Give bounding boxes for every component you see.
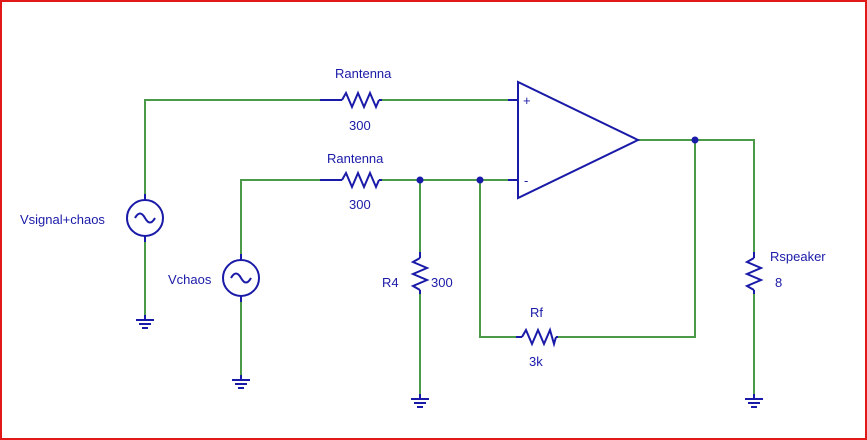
resistor-name-label: Rf	[530, 305, 543, 320]
ac-source-vsignal: Vsignal+chaos	[20, 194, 164, 242]
resistor-value-label: 300	[349, 197, 371, 212]
opamp: + -	[508, 80, 641, 200]
source-name-label: Vchaos	[168, 272, 212, 287]
ac-source-vchaos: Vchaos	[168, 254, 260, 302]
resistor-rf: Rf 3k	[516, 305, 558, 369]
wire-output	[638, 139, 755, 252]
opamp-plus-label: +	[523, 93, 531, 108]
junction-node	[691, 136, 699, 144]
junction-node	[476, 176, 484, 184]
resistor-value-label: 300	[431, 275, 453, 290]
resistor-name-label: Rantenna	[327, 151, 384, 166]
resistor-name-label: R4	[382, 275, 399, 290]
wire-vchaos-top	[240, 179, 320, 260]
resistor-rantenna-bottom: Rantenna 300	[320, 151, 384, 212]
ground-symbol	[232, 375, 250, 389]
resistor-r4: R4 300	[382, 252, 453, 294]
ground-symbol	[411, 394, 429, 408]
junction-node	[416, 176, 424, 184]
wire-vsignal-top	[144, 99, 320, 200]
resistor-rantenna-top: Rantenna 300	[320, 66, 392, 133]
resistor-rspeaker: Rspeaker 8	[744, 249, 826, 294]
resistor-value-label: 300	[349, 118, 371, 133]
resistor-value-label: 8	[775, 275, 782, 290]
resistor-value-label: 3k	[529, 354, 543, 369]
ground-symbol	[136, 315, 154, 329]
resistor-name-label: Rantenna	[335, 66, 392, 81]
wire-feedback-left	[479, 180, 516, 338]
source-name-label: Vsignal+chaos	[20, 212, 105, 227]
wire-feedback-right	[558, 140, 696, 338]
ground-symbol	[745, 394, 763, 408]
wires	[144, 99, 755, 394]
opamp-minus-label: -	[524, 173, 528, 188]
resistor-name-label: Rspeaker	[770, 249, 826, 264]
